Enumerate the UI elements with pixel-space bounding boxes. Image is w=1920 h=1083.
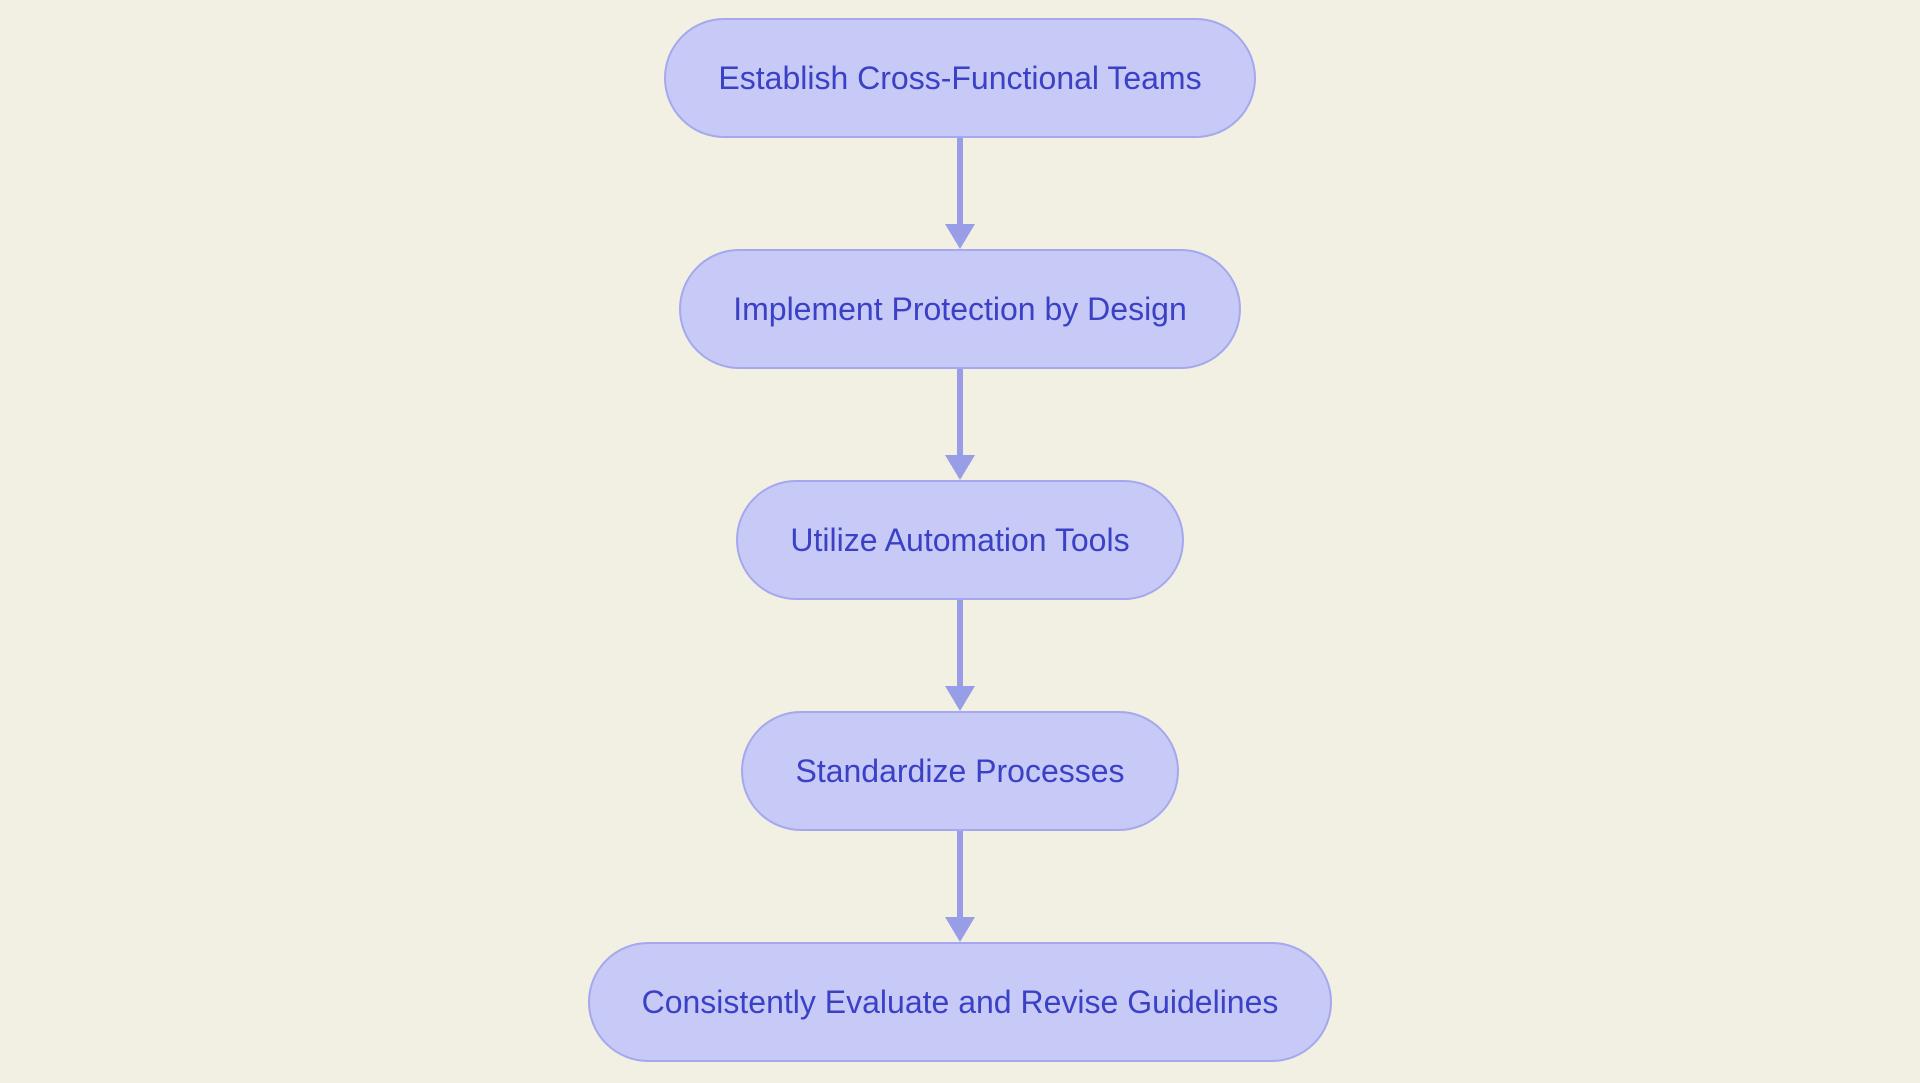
arrow-stem (957, 369, 963, 456)
flow-arrow-4 (945, 831, 975, 942)
flow-arrow-1 (945, 138, 975, 249)
arrow-stem (957, 600, 963, 687)
flow-arrow-2 (945, 369, 975, 480)
arrow-down-icon (945, 455, 975, 480)
flow-node-implement-protection-by-design: Implement Protection by Design (679, 249, 1241, 369)
flow-node-utilize-automation-tools: Utilize Automation Tools (736, 480, 1184, 600)
arrow-stem (957, 138, 963, 225)
flow-node-standardize-processes: Standardize Processes (741, 711, 1179, 831)
flow-arrow-3 (945, 600, 975, 711)
flow-node-consistently-evaluate-and-revise-guidelines: Consistently Evaluate and Revise Guideli… (587, 942, 1333, 1062)
arrow-down-icon (945, 686, 975, 711)
arrow-down-icon (945, 917, 975, 942)
arrow-down-icon (945, 224, 975, 249)
arrow-stem (957, 831, 963, 918)
flow-node-establish-cross-functional-teams: Establish Cross-Functional Teams (664, 18, 1256, 138)
